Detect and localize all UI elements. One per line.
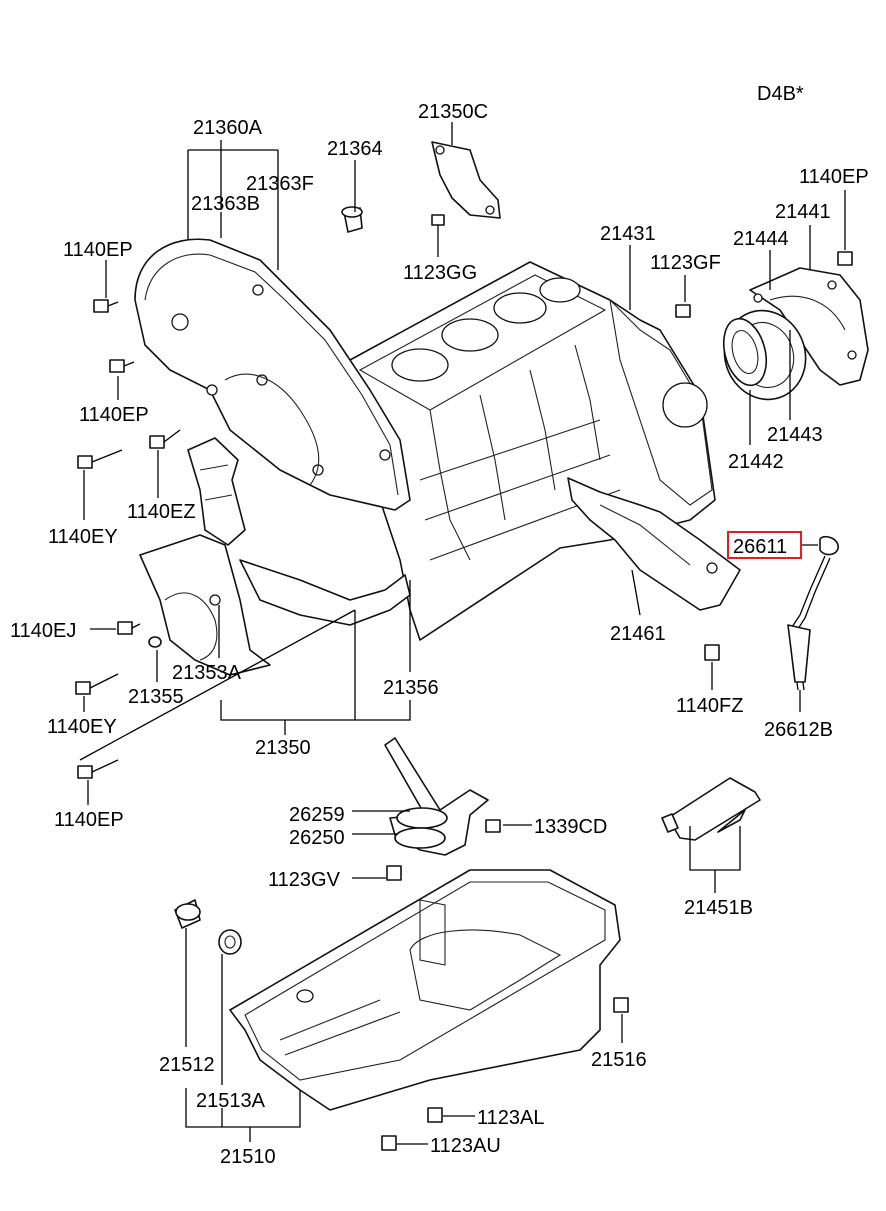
part-label-21364[interactable]: 21364 [327, 138, 383, 160]
part-label-21363F[interactable]: 21363F [246, 173, 314, 195]
timing-cover-bracket [187, 437, 246, 546]
part-label-1123GV[interactable]: 1123GV [268, 869, 341, 891]
part-label-21513A[interactable]: 21513A [196, 1090, 266, 1112]
part-label-1140EJ[interactable]: 1140EJ [10, 620, 76, 642]
crank-bore-rear [662, 382, 708, 428]
leader-lines [79, 122, 846, 1145]
part-label-26611[interactable]: 26611 [733, 536, 787, 558]
cylinder-bore-4 [539, 277, 581, 303]
part-label-21355[interactable]: 21355 [128, 686, 184, 708]
part-label-1140EP-bottom[interactable]: 1140EP [54, 809, 124, 831]
part-label-26612B[interactable]: 26612B [764, 719, 833, 741]
cylinder-bore-3 [493, 292, 547, 324]
timing-belt-cover-upper [134, 238, 411, 511]
part-label-21353A[interactable]: 21353A [172, 662, 242, 684]
part-label-21441[interactable]: 21441 [775, 201, 831, 223]
rear-oil-seal-retainer [722, 317, 768, 387]
bolts [75, 206, 853, 1151]
part-label-21444[interactable]: 21444 [733, 228, 789, 250]
timing-cover-plate [431, 141, 501, 219]
oil-pan [229, 869, 621, 1111]
oil-screen-pickup [384, 737, 489, 856]
part-label-1123GG[interactable]: 1123GG [403, 262, 477, 284]
cylinder-bore-2 [441, 318, 499, 352]
part-label-1123AL[interactable]: 1123AL [477, 1107, 544, 1129]
drain-plug [174, 899, 201, 929]
part-label-1123AU[interactable]: 1123AU [430, 1135, 501, 1157]
part-label-1140EP-top-right[interactable]: 1140EP [799, 166, 869, 188]
part-label-26259[interactable]: 26259 [289, 804, 345, 826]
oil-level-gauge [787, 535, 839, 691]
part-label-21431[interactable]: 21431 [600, 223, 656, 245]
part-label-1140EY-2[interactable]: 1140EY [47, 716, 117, 738]
part-label-21510[interactable]: 21510 [220, 1146, 276, 1168]
part-label-1140EY-1[interactable]: 1140EY [48, 526, 118, 548]
part-label-21461[interactable]: 21461 [610, 623, 666, 645]
part-label-1123GF[interactable]: 1123GF [650, 252, 721, 274]
part-label-21451B[interactable]: 21451B [684, 897, 753, 919]
part-label-21442[interactable]: 21442 [728, 451, 784, 473]
part-label-21363B[interactable]: 21363B [191, 193, 260, 215]
liquid-gasket-tube [661, 777, 761, 841]
part-label-21350[interactable]: 21350 [255, 737, 311, 759]
part-label-21516[interactable]: 21516 [591, 1049, 647, 1071]
oil-pump-pickup-bracket [567, 477, 741, 611]
part-label-21356[interactable]: 21356 [383, 677, 439, 699]
part-label-26250[interactable]: 26250 [289, 827, 345, 849]
part-label-1140EZ[interactable]: 1140EZ [127, 501, 196, 523]
drain-plug-gasket [218, 929, 242, 955]
part-label-1140EP-left-1[interactable]: 1140EP [63, 239, 133, 261]
part-label-21512[interactable]: 21512 [159, 1054, 215, 1076]
part-label-21350C[interactable]: 21350C [418, 101, 488, 123]
part-labels: D4B* 21360A 21363F 21363B 21364 21350C 1… [10, 83, 869, 1168]
part-label-1140FZ[interactable]: 1140FZ [676, 695, 743, 717]
engine-code-label: D4B* [757, 83, 804, 105]
cylinder-block [349, 261, 716, 641]
part-label-1140EP-left-2[interactable]: 1140EP [79, 404, 149, 426]
part-label-21360A[interactable]: 21360A [193, 117, 263, 139]
part-label-1339CD[interactable]: 1339CD [534, 816, 607, 838]
highlight-box [727, 531, 802, 559]
cylinder-bore-1 [391, 348, 449, 382]
part-label-21443[interactable]: 21443 [767, 424, 823, 446]
